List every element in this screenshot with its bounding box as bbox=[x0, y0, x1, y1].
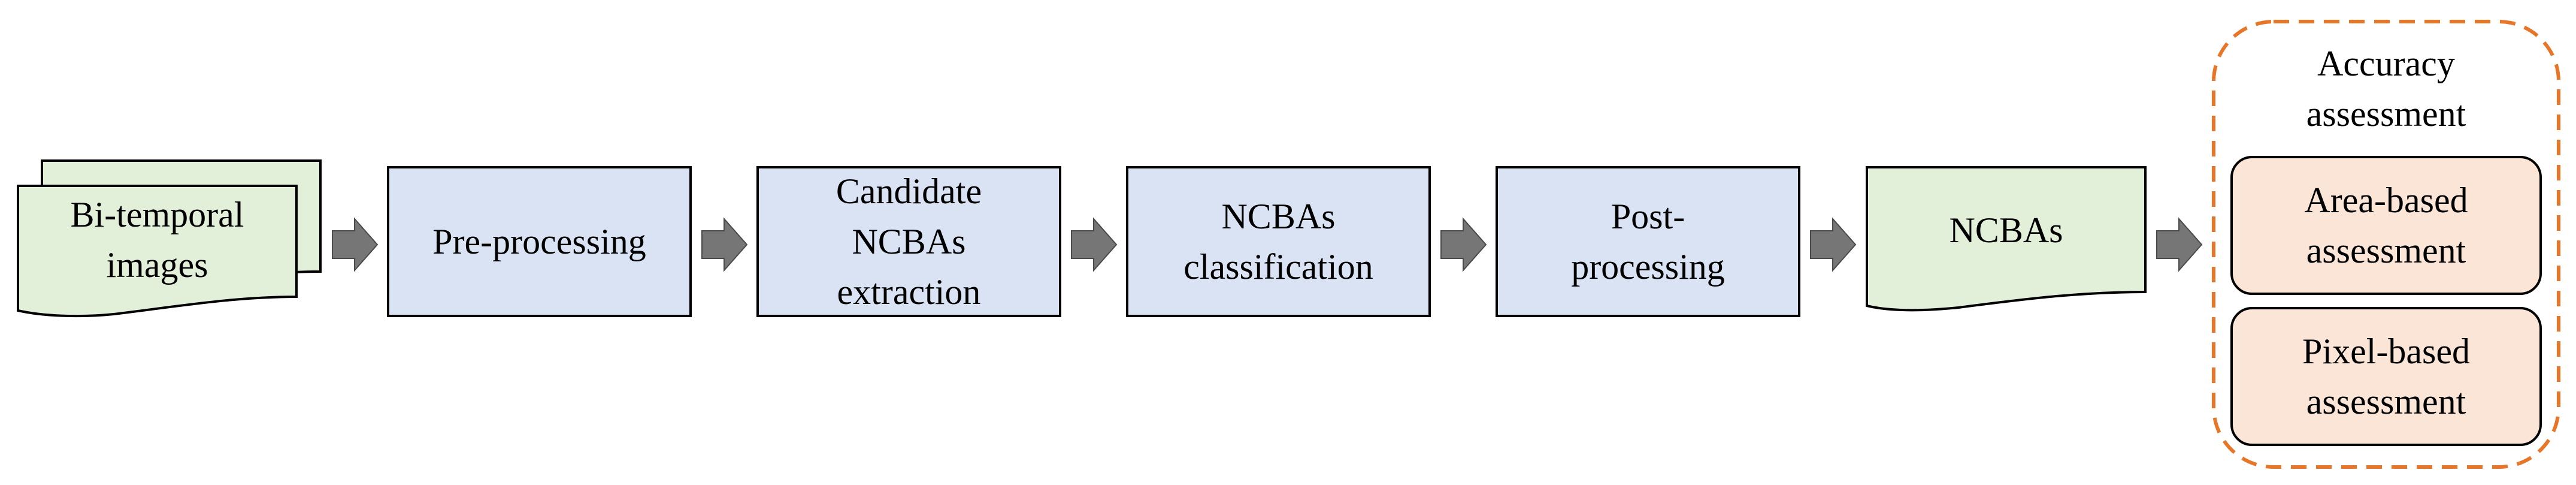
arrow-2 bbox=[701, 217, 748, 272]
area-based-box bbox=[2230, 156, 2542, 295]
pixel-based-line2: assessment bbox=[2306, 382, 2466, 421]
classification-box bbox=[1126, 166, 1431, 317]
accuracy-title: Accuracy assessment bbox=[2214, 36, 2559, 141]
pixel-based-line1: Pixel-based bbox=[2302, 332, 2470, 371]
area-based-line2: assessment bbox=[2306, 231, 2466, 270]
postprocessing-line1: Post- bbox=[1611, 197, 1685, 236]
input-images-line1: Bi-temporal bbox=[70, 195, 244, 234]
input-images-line2: images bbox=[106, 245, 208, 285]
output-ncbas-label: NCBAs bbox=[1867, 167, 2145, 293]
postprocessing-line2: processing bbox=[1571, 247, 1725, 287]
classification-label: NCBAs classification bbox=[1127, 167, 1430, 316]
postprocessing-box bbox=[1496, 166, 1800, 317]
classification-line1: NCBAs bbox=[1221, 197, 1336, 236]
arrow-5 bbox=[1810, 217, 1857, 272]
accuracy-assessment-container bbox=[2212, 20, 2560, 469]
preprocessing-label: Pre-processing bbox=[388, 167, 691, 316]
arrow-3 bbox=[1071, 217, 1118, 272]
input-images-shape bbox=[17, 159, 322, 318]
candidate-extraction-label: Candidate NCBAs extraction bbox=[758, 167, 1060, 316]
accuracy-title-line1: Accuracy bbox=[2317, 44, 2455, 83]
input-images-label: Bi-temporal images bbox=[18, 189, 296, 291]
output-ncbas-text: NCBAs bbox=[1949, 210, 2063, 250]
arrow-1 bbox=[332, 217, 379, 272]
candidate-line2: NCBAs bbox=[852, 222, 966, 261]
output-ncbas-shape bbox=[1866, 166, 2147, 312]
preprocessing-text: Pre-processing bbox=[432, 222, 646, 261]
area-based-label: Area-based assessment bbox=[2232, 157, 2541, 294]
preprocessing-box bbox=[387, 166, 692, 317]
candidate-extraction-box bbox=[756, 166, 1061, 317]
pixel-based-box bbox=[2230, 307, 2542, 446]
area-based-line1: Area-based bbox=[2304, 180, 2468, 220]
postprocessing-label: Post- processing bbox=[1497, 167, 1799, 316]
arrow-4 bbox=[1440, 217, 1487, 272]
arrow-6 bbox=[2156, 217, 2203, 272]
candidate-line1: Candidate bbox=[836, 171, 982, 211]
accuracy-title-line2: assessment bbox=[2306, 94, 2466, 134]
pixel-based-label: Pixel-based assessment bbox=[2232, 308, 2541, 445]
classification-line2: classification bbox=[1183, 247, 1373, 287]
candidate-line3: extraction bbox=[837, 272, 981, 312]
